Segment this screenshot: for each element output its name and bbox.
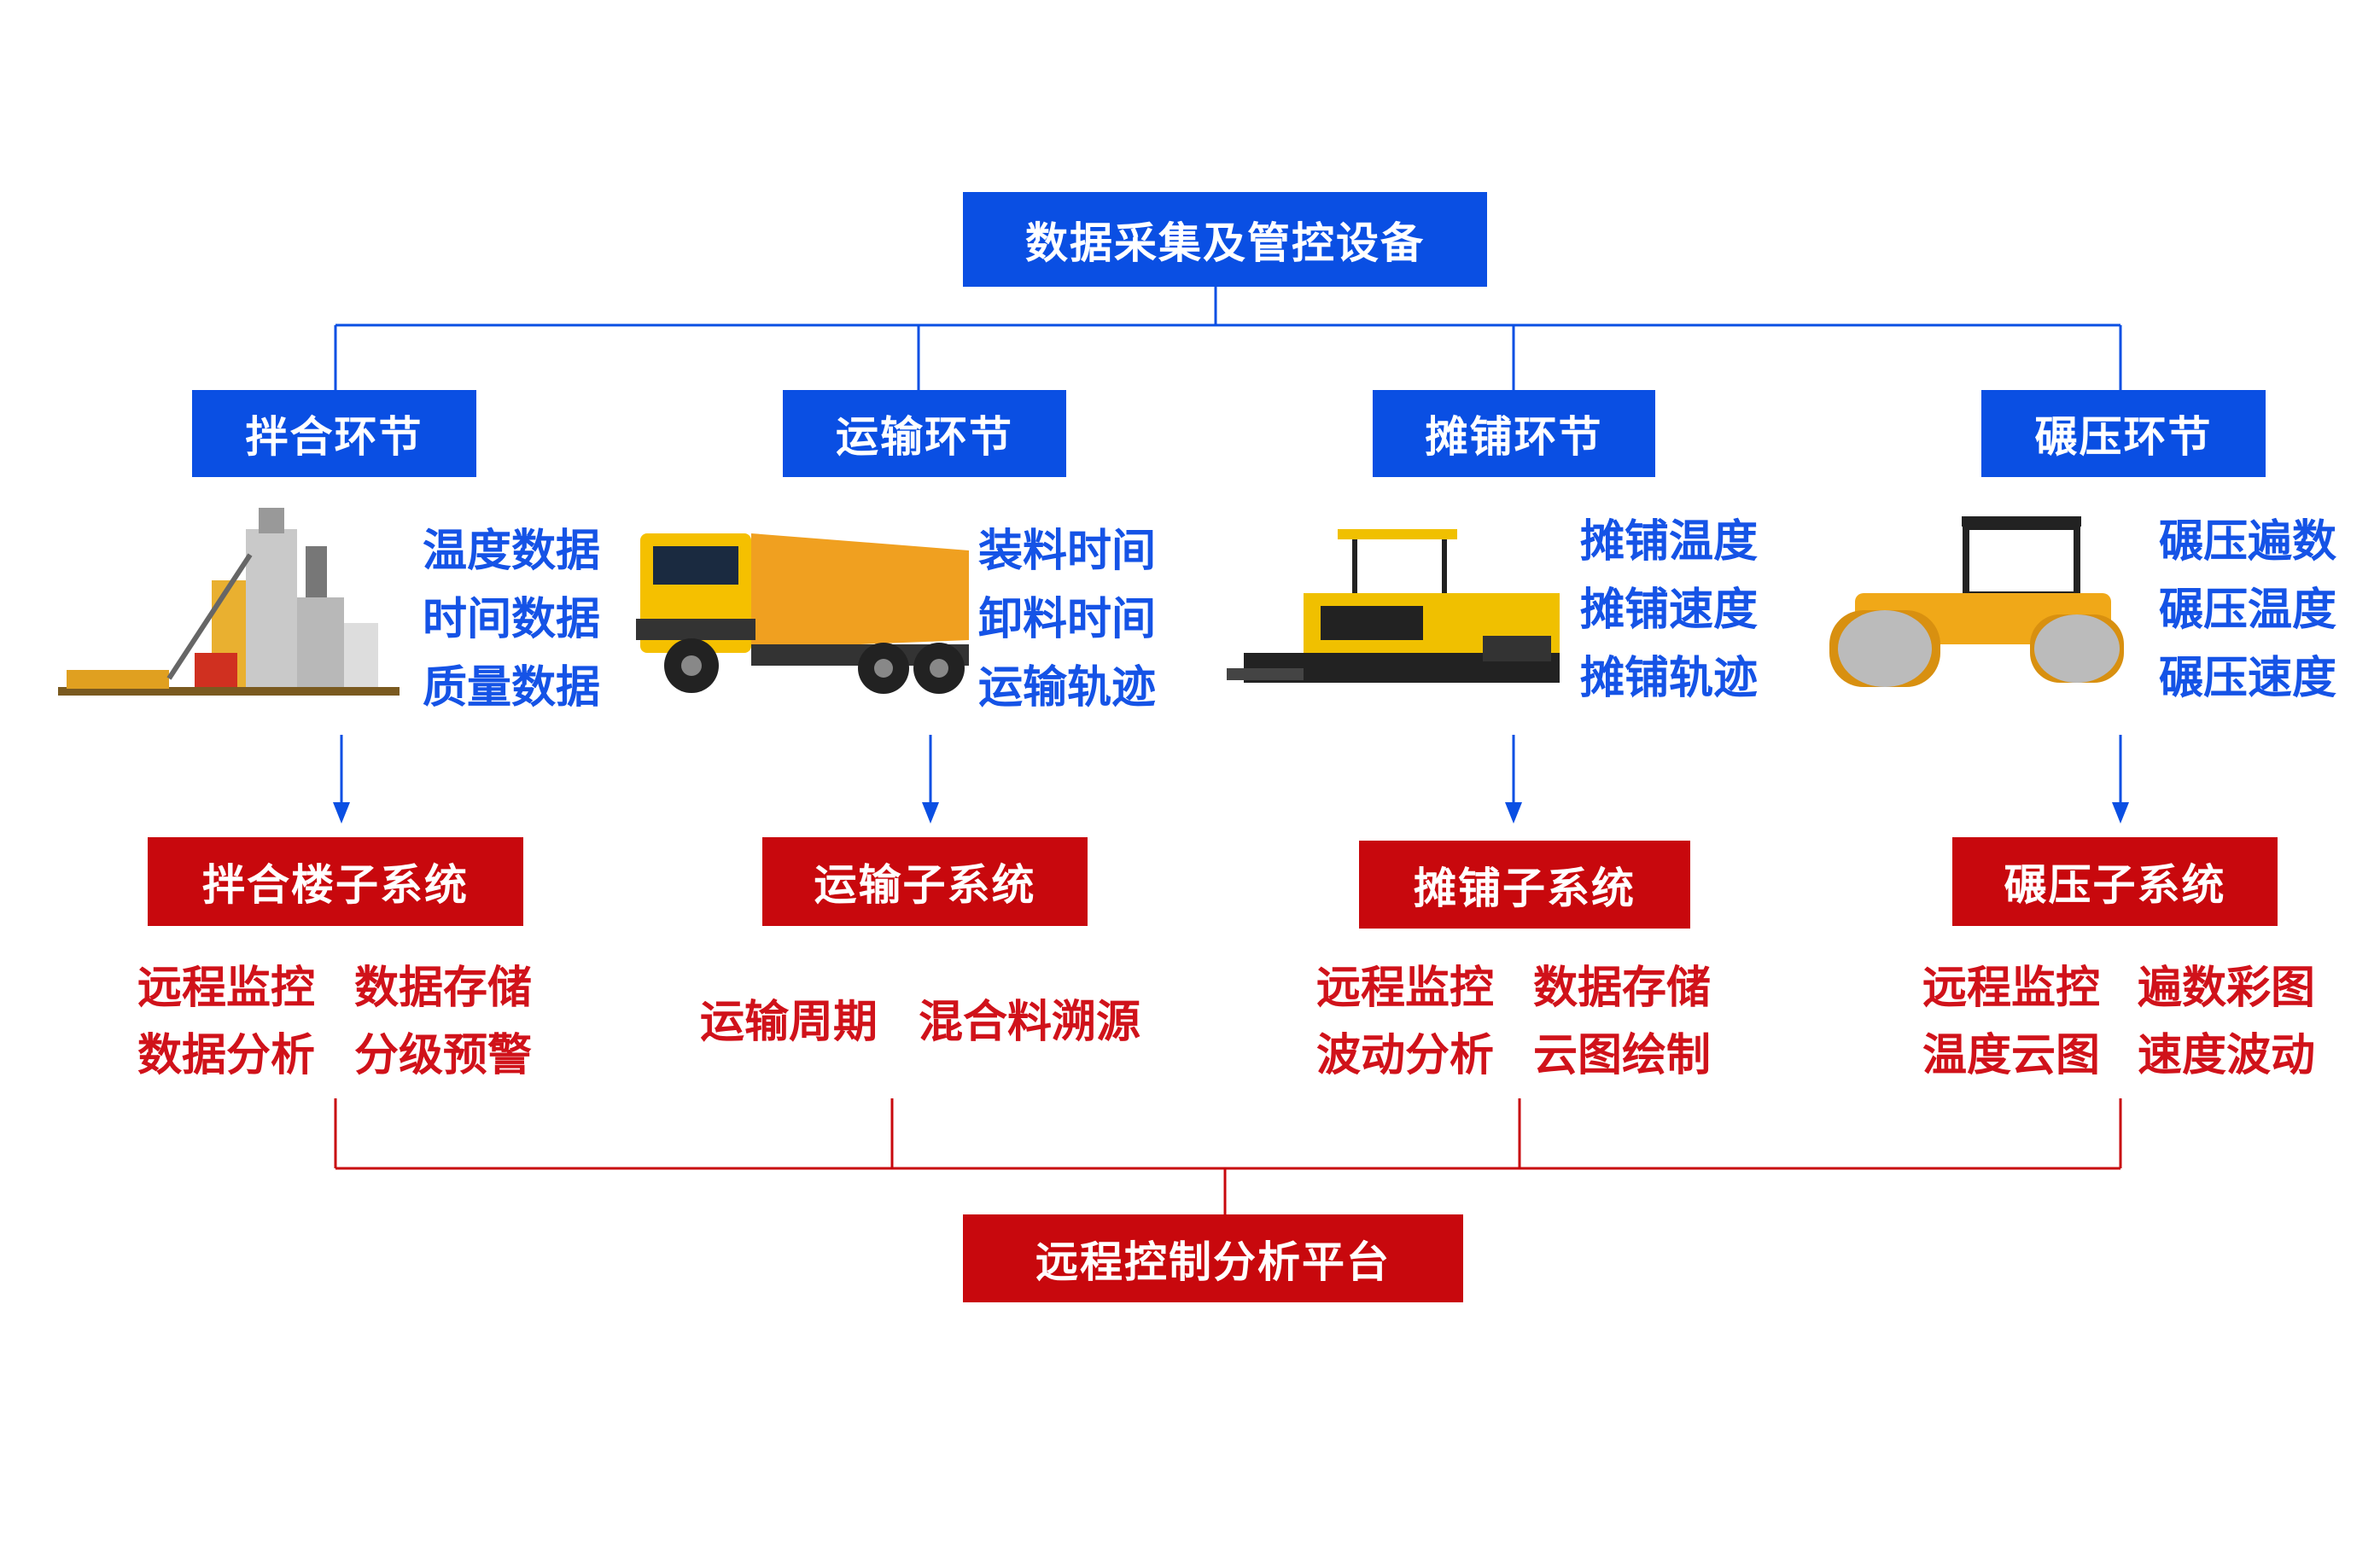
- data-item: 装料时间: [978, 526, 1157, 577]
- rolling-data-list: 碾压遍数 碾压温度 碾压速度: [2159, 508, 2336, 713]
- function-item: 速度波动: [2138, 1030, 2316, 1081]
- function-item: 遍数彩图: [2138, 963, 2316, 1014]
- function-item: 远程监控: [137, 963, 316, 1014]
- subsystem-label: 运输子系统: [814, 860, 1036, 910]
- paving-subsystem: 摊铺子系统: [1359, 841, 1690, 929]
- function-item: 波动分析: [1316, 1030, 1495, 1081]
- stage-rolling: 碾压环节: [1981, 390, 2266, 477]
- data-item: 碾压速度: [2159, 653, 2337, 704]
- function-item: 温度云图: [1922, 1030, 2101, 1081]
- function-item: 混合料溯源: [919, 997, 1141, 1048]
- dump-truck-image: [636, 533, 969, 694]
- rolling-subsystem: 碾压子系统: [1952, 837, 2278, 926]
- stage-transport: 运输环节: [783, 390, 1066, 477]
- paver-image: [1227, 529, 1560, 683]
- function-item: 远程监控: [1316, 963, 1495, 1014]
- stage-label: 摊铺环节: [1425, 412, 1603, 462]
- function-item: 云图绘制: [1533, 1030, 1712, 1081]
- mixing-data-list: 温度数据 时间数据 质量数据: [423, 517, 600, 722]
- data-item: 质量数据: [423, 662, 601, 713]
- data-item: 碾压遍数: [2159, 516, 2337, 568]
- data-item: 运输轨迹: [978, 662, 1157, 713]
- data-item: 碾压温度: [2159, 585, 2337, 636]
- function-item: 分级预警: [354, 1030, 533, 1081]
- function-item: 远程监控: [1922, 963, 2101, 1014]
- data-item: 摊铺速度: [1580, 585, 1759, 636]
- function-item: 运输周期: [700, 997, 878, 1048]
- mixing-subsystem: 拌合楼子系统: [148, 837, 523, 926]
- stage-paving: 摊铺环节: [1373, 390, 1655, 477]
- stage-label: 碾压环节: [2034, 412, 2213, 462]
- asphalt-plant-image: [58, 508, 400, 696]
- platform-label: 远程控制分析平台: [1035, 1237, 1391, 1287]
- paving-data-list: 摊铺温度 摊铺速度 摊铺轨迹: [1580, 508, 1758, 713]
- function-item: 数据存储: [354, 963, 533, 1014]
- subsystem-label: 摊铺子系统: [1414, 863, 1636, 913]
- stage-label: 运输环节: [836, 412, 1013, 462]
- data-item: 温度数据: [423, 526, 601, 577]
- transport-subsystem: 运输子系统: [762, 837, 1088, 926]
- transport-data-list: 装料时间 卸料时间 运输轨迹: [978, 517, 1156, 722]
- data-item: 摊铺轨迹: [1580, 653, 1759, 704]
- data-collection-title-text: 数据采集及管控设备: [1025, 218, 1425, 268]
- data-collection-title: 数据采集及管控设备: [963, 192, 1487, 287]
- data-item: 卸料时间: [978, 594, 1157, 645]
- remote-control-platform: 远程控制分析平台: [963, 1214, 1463, 1302]
- road-roller-image: [1829, 516, 2124, 687]
- data-item: 时间数据: [423, 594, 601, 645]
- data-item: 摊铺温度: [1580, 516, 1759, 568]
- function-item: 数据存储: [1533, 963, 1712, 1014]
- function-item: 数据分析: [137, 1030, 316, 1081]
- subsystem-label: 碾压子系统: [2004, 860, 2226, 910]
- stage-mixing: 拌合环节: [192, 390, 476, 477]
- stage-label: 拌合环节: [245, 412, 423, 462]
- subsystem-label: 拌合楼子系统: [202, 860, 469, 910]
